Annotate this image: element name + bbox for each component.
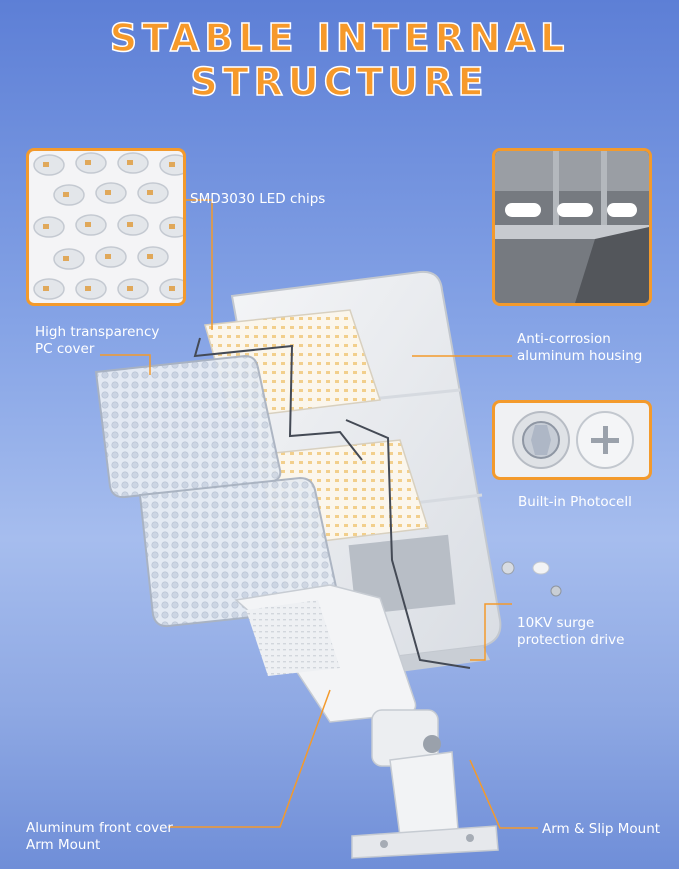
label-led-chips: SMD3030 LED chips	[190, 191, 326, 207]
page-title-line1: STABLE INTERNAL	[109, 15, 570, 61]
surge-protection-driver	[348, 534, 456, 615]
arm-slip-mount	[351, 709, 499, 859]
label-surge-line2: protection drive	[517, 632, 625, 648]
label-front-cover-line2: Arm Mount	[26, 837, 101, 853]
label-surge-line1: 10KV surge	[517, 615, 595, 631]
label-housing-line1: Anti-corrosion	[517, 331, 611, 347]
label-surge-drive: 10KV surge protection drive	[517, 615, 624, 649]
pc-lens-covers	[94, 354, 340, 628]
photocell-parts	[501, 561, 562, 597]
label-arm-mount: Arm & Slip Mount	[542, 821, 661, 837]
aluminum-housing-closeup-icon	[495, 151, 649, 303]
label-housing: Anti-corrosion aluminum housing	[517, 331, 642, 365]
led-chips-inset	[26, 148, 186, 306]
label-pc-cover-line1: High transparency	[35, 324, 160, 340]
page-title-line2: STRUCTURE	[190, 59, 489, 105]
label-front-cover: Aluminum front cover Arm Mount	[26, 820, 173, 854]
label-pc-cover-line2: PC cover	[35, 341, 95, 357]
label-front-cover-line1: Aluminum front cover	[26, 820, 173, 836]
photocell-sensor-icon	[512, 411, 634, 469]
led-chip-closeup-icon	[33, 152, 183, 300]
label-pc-cover: High transparency PC cover	[35, 324, 159, 358]
label-photocell: Built-in Photocell	[518, 494, 632, 510]
housing-inset	[492, 148, 652, 306]
photocell-inset	[492, 400, 652, 480]
label-housing-line2: aluminum housing	[517, 348, 643, 364]
leader-lines	[100, 199, 538, 829]
